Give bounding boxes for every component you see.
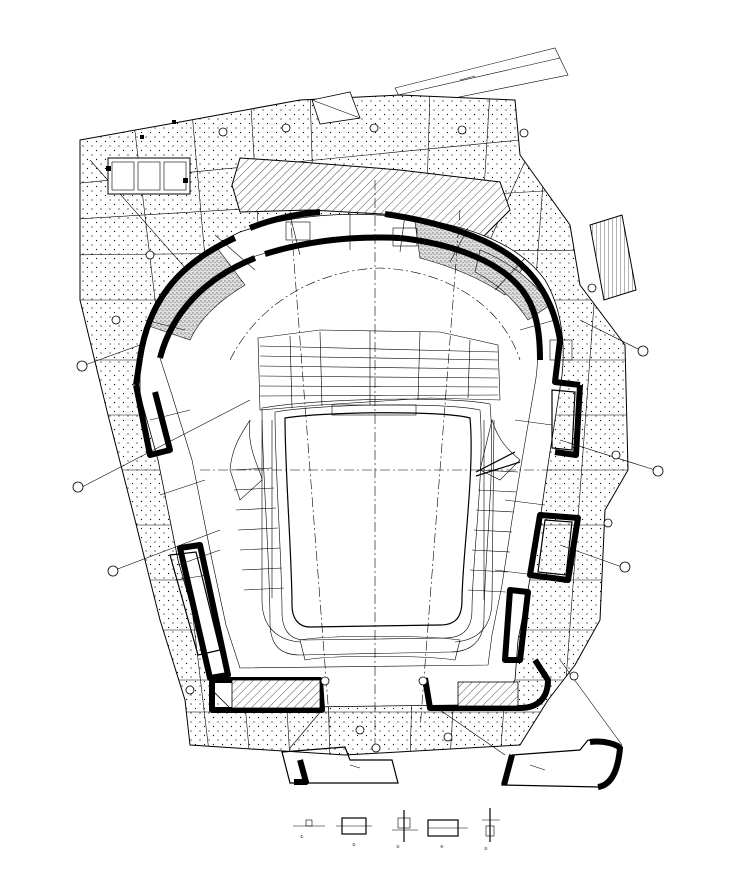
field-outline bbox=[229, 398, 521, 661]
svg-text:④: ④ bbox=[440, 844, 444, 849]
top-left-building bbox=[106, 120, 191, 195]
grid-bubbles bbox=[72, 123, 664, 753]
side-rooms bbox=[169, 221, 576, 656]
detail-3: ③ bbox=[392, 810, 418, 849]
detail-4: ④ bbox=[427, 819, 468, 849]
svg-text:⑤: ⑤ bbox=[484, 846, 488, 851]
svg-text:②: ② bbox=[352, 842, 356, 847]
detail-legend: ① ② ③ ④ ⑤ bbox=[293, 808, 500, 851]
bottom-hatched-stands bbox=[231, 679, 519, 709]
detail-2: ② bbox=[336, 817, 372, 847]
outer-bowl-wall bbox=[133, 209, 583, 713]
bottom-detail-rooms bbox=[281, 738, 623, 790]
side-seating-rows bbox=[231, 419, 521, 643]
leader-lines bbox=[81, 319, 656, 756]
north-seating-tiers bbox=[257, 329, 501, 416]
ring-zone bbox=[139, 212, 564, 709]
axis-center-lines bbox=[200, 180, 560, 750]
detail-5: ⑤ bbox=[482, 808, 500, 851]
svg-text:①: ① bbox=[300, 834, 304, 839]
right-stair-block bbox=[589, 214, 637, 301]
svg-text:③: ③ bbox=[396, 844, 400, 849]
detail-1: ① bbox=[293, 819, 325, 839]
